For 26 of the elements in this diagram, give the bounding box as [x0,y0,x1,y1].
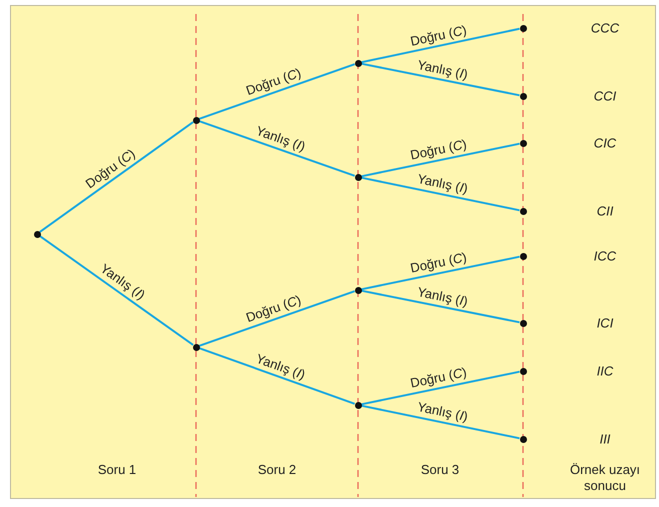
branch-line [361,62,520,96]
branch-line [361,142,520,178]
branch-line [198,63,356,120]
outcome-label: CII [596,204,614,218]
outcome-label: CIC [594,136,616,150]
branch-line [39,235,194,346]
branch-line [198,290,356,347]
outcome-label: ICI [596,316,614,330]
column-label: Soru 3 [420,462,460,478]
branch-line [361,176,520,212]
outcome-label: CCI [594,88,616,104]
column-label: Soru 1 [98,462,136,478]
outcome-label: ICC [594,248,616,264]
outcome-label: III [600,432,610,446]
branch-line [361,370,520,406]
branch-line [198,120,356,177]
branch-line [39,121,194,233]
outcome-label: CCC [590,20,620,36]
branch-line [361,256,520,290]
branch-line [361,28,520,64]
outcome-label: IIC [596,364,614,378]
branch-line [198,347,356,405]
column-label: Soru 2 [258,462,296,478]
branch-line [361,290,520,324]
column-label: Örnek uzayı sonucu [568,462,642,494]
branch-line [361,404,520,440]
